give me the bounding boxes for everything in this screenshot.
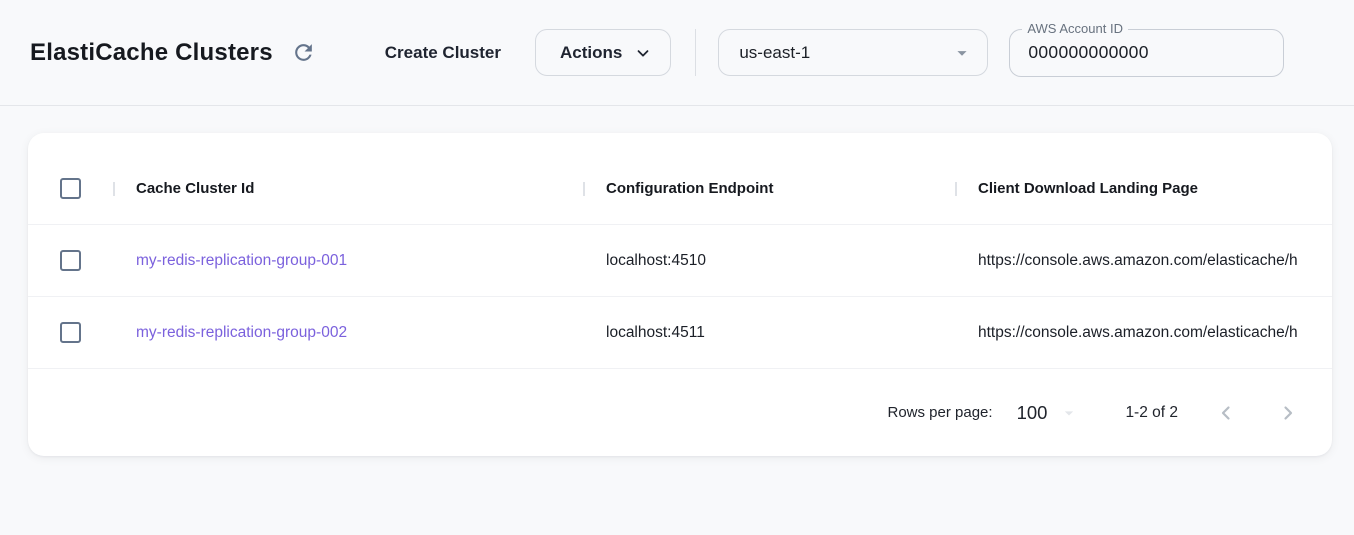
configuration-endpoint-cell: localhost:4511 bbox=[606, 323, 705, 341]
cache-cluster-id-link[interactable]: my-redis-replication-group-002 bbox=[136, 323, 348, 341]
client-download-landing-page-cell: https://console.aws.amazon.com/elasticac… bbox=[978, 251, 1298, 269]
column-header-cache-cluster-id[interactable]: Cache Cluster Id bbox=[113, 180, 583, 197]
aws-account-id-input[interactable] bbox=[1010, 42, 1284, 63]
row-checkbox[interactable] bbox=[60, 322, 81, 343]
chevron-right-icon bbox=[1276, 401, 1300, 425]
clusters-table-card: Cache Cluster Id Configuration Endpoint … bbox=[28, 133, 1332, 456]
table-pagination: Rows per page: 100 1-2 of 2 bbox=[28, 369, 1332, 456]
row-checkbox[interactable] bbox=[60, 250, 81, 271]
actions-button[interactable]: Actions bbox=[535, 29, 672, 76]
aws-account-id-label: AWS Account ID bbox=[1022, 20, 1128, 36]
rows-per-page-select[interactable]: 100 bbox=[1017, 402, 1080, 424]
column-separator bbox=[113, 181, 115, 196]
chevron-down-icon bbox=[634, 44, 652, 62]
cache-cluster-id-link[interactable]: my-redis-replication-group-001 bbox=[136, 251, 348, 269]
toolbar-divider bbox=[695, 29, 697, 76]
previous-page-button[interactable] bbox=[1212, 399, 1240, 427]
configuration-endpoint-cell: localhost:4510 bbox=[606, 251, 706, 269]
refresh-button[interactable] bbox=[287, 36, 321, 70]
chevron-left-icon bbox=[1214, 401, 1238, 425]
table-header-row: Cache Cluster Id Configuration Endpoint … bbox=[28, 153, 1332, 225]
rows-per-page-value: 100 bbox=[1016, 401, 1048, 423]
app-bar: ElastiCache Clusters Create Cluster Acti… bbox=[0, 0, 1354, 106]
column-header-configuration-endpoint[interactable]: Configuration Endpoint bbox=[583, 180, 955, 197]
table-row: my-redis-replication-group-002 localhost… bbox=[28, 297, 1332, 369]
table-row: my-redis-replication-group-001 localhost… bbox=[28, 225, 1332, 297]
actions-button-label: Actions bbox=[560, 42, 623, 62]
column-header-client-download-landing-page[interactable]: Client Download Landing Page bbox=[955, 180, 1332, 197]
column-separator bbox=[955, 181, 957, 196]
create-cluster-button[interactable]: Create Cluster bbox=[384, 42, 501, 62]
next-page-button[interactable] bbox=[1274, 399, 1302, 427]
page-title: ElastiCache Clusters bbox=[30, 38, 273, 66]
refresh-icon bbox=[291, 40, 316, 65]
client-download-landing-page-cell: https://console.aws.amazon.com/elasticac… bbox=[978, 323, 1298, 341]
dropdown-arrow-icon bbox=[951, 42, 973, 64]
region-select[interactable]: us-east-1 bbox=[718, 29, 989, 76]
column-separator bbox=[583, 181, 585, 196]
dropdown-arrow-icon bbox=[1059, 403, 1079, 423]
region-select-value: us-east-1 bbox=[739, 42, 811, 62]
rows-per-page-label: Rows per page: bbox=[887, 404, 993, 421]
pagination-range-label: 1-2 of 2 bbox=[1125, 403, 1178, 421]
aws-account-id-field: AWS Account ID bbox=[1009, 20, 1285, 77]
select-all-checkbox[interactable] bbox=[60, 178, 81, 199]
